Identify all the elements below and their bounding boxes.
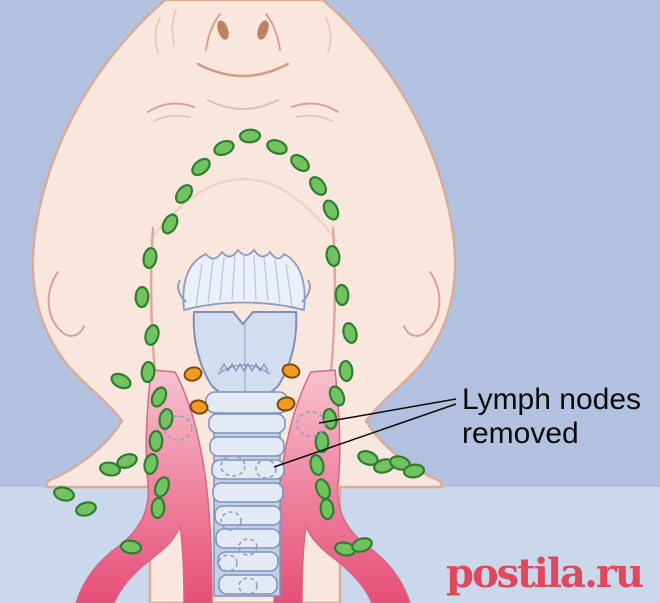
- nostril-left: [217, 20, 229, 40]
- cheek-wrinkle-left-2: [171, 9, 177, 45]
- lymph-node: [338, 359, 354, 383]
- carotid-vessel-left: [75, 369, 213, 603]
- lymph-node: [158, 407, 174, 431]
- lymph-node: [110, 372, 132, 390]
- lymph-node: [191, 157, 211, 177]
- face-details: [47, 9, 441, 417]
- lymph-node: [98, 461, 122, 477]
- carotid-vessels: [75, 369, 411, 603]
- lymph-node: [309, 454, 325, 476]
- removed-lymph-node: [238, 577, 258, 595]
- lymph-node: [116, 453, 138, 469]
- lymph-node: [161, 213, 179, 235]
- lymph-node: [342, 322, 358, 344]
- lymph-node: [148, 429, 164, 453]
- removed-lymph-node: [220, 455, 246, 477]
- removed-lymph-node: [220, 511, 242, 531]
- nostril-right: [257, 20, 269, 40]
- lymph-node: [143, 453, 159, 475]
- tracheal-rings: [205, 391, 289, 595]
- lymph-nodes: [53, 128, 426, 557]
- lymph-node: [308, 176, 328, 196]
- pointer-line-upper: [318, 398, 457, 424]
- pointer-line-lower: [273, 403, 457, 468]
- annotation-label-line2: removed: [462, 417, 579, 450]
- ear-right: [403, 271, 441, 337]
- parathyroid-gland: [183, 366, 203, 382]
- lymph-node: [334, 283, 350, 307]
- lymph-node: [75, 501, 97, 517]
- lymph-node: [266, 139, 288, 155]
- hyoid-horn-left: [177, 279, 187, 303]
- trachea-ring: [212, 482, 284, 503]
- eye-right: [291, 102, 339, 113]
- lymph-node: [142, 246, 158, 270]
- trachea-ring: [208, 413, 286, 434]
- cheek-wrinkle-right: [325, 17, 332, 53]
- lymph-node: [134, 285, 150, 309]
- eye-left: [147, 102, 195, 113]
- larynx-trachea: [177, 248, 311, 597]
- trachea-ring: [215, 528, 281, 549]
- eye-left-lower: [153, 114, 191, 122]
- lymph-node: [319, 497, 335, 521]
- lymph-node: [150, 386, 168, 408]
- annotation: Lymph nodes removed: [273, 383, 641, 468]
- lymph-node: [153, 476, 171, 498]
- cheek-wrinkle-left: [154, 17, 161, 53]
- mouth-line: [196, 62, 290, 78]
- trachea-ring: [218, 574, 278, 595]
- lymph-node: [174, 184, 194, 204]
- hyoid-horn-right: [301, 279, 311, 303]
- removed-lymph-node: [238, 538, 258, 556]
- lymph-node: [325, 244, 341, 268]
- lymph-node: [238, 128, 262, 144]
- trachea-ring: [211, 459, 285, 480]
- lymph-node: [140, 360, 156, 384]
- trachea-ring: [209, 436, 285, 457]
- parathyroid-gland: [276, 396, 296, 412]
- removed-lymph-node: [255, 459, 277, 479]
- lymph-node: [150, 496, 166, 520]
- cricoid-ring: [205, 391, 289, 414]
- lymph-node: [213, 139, 235, 157]
- parathyroid-gland: [281, 363, 301, 379]
- ear-left: [47, 271, 85, 337]
- removed-lymph-node: [163, 415, 193, 441]
- lymph-node: [290, 153, 310, 173]
- vocal-fold-arc: [217, 364, 271, 375]
- lymph-node: [53, 486, 75, 502]
- fan-striations: [195, 254, 293, 307]
- parathyroid-gland: [189, 399, 209, 415]
- removed-lymph-node: [218, 554, 238, 572]
- annotation-label-line1: Lymph nodes: [462, 383, 641, 416]
- watermark-logo: postila.ru: [446, 550, 643, 597]
- parathyroid-glands: [183, 363, 301, 415]
- nose-wing-right: [265, 13, 281, 51]
- lymph-node: [402, 463, 426, 479]
- lymph-node: [328, 385, 346, 407]
- lymph-node: [119, 539, 143, 555]
- removed-lymph-node: [296, 411, 326, 437]
- jawline-shadow: [148, 177, 338, 242]
- chin-crease: [207, 99, 279, 110]
- nose-wing-left: [205, 13, 221, 51]
- lymph-node: [351, 537, 373, 553]
- lymph-node: [144, 324, 160, 346]
- eye-right-lower: [295, 114, 333, 122]
- trachea-ring: [214, 505, 282, 526]
- vocal-fold-fringe: [219, 362, 269, 373]
- lymph-node: [322, 199, 340, 221]
- removed-lymph-nodes: [163, 411, 326, 595]
- carotid-vessel-right: [273, 369, 411, 603]
